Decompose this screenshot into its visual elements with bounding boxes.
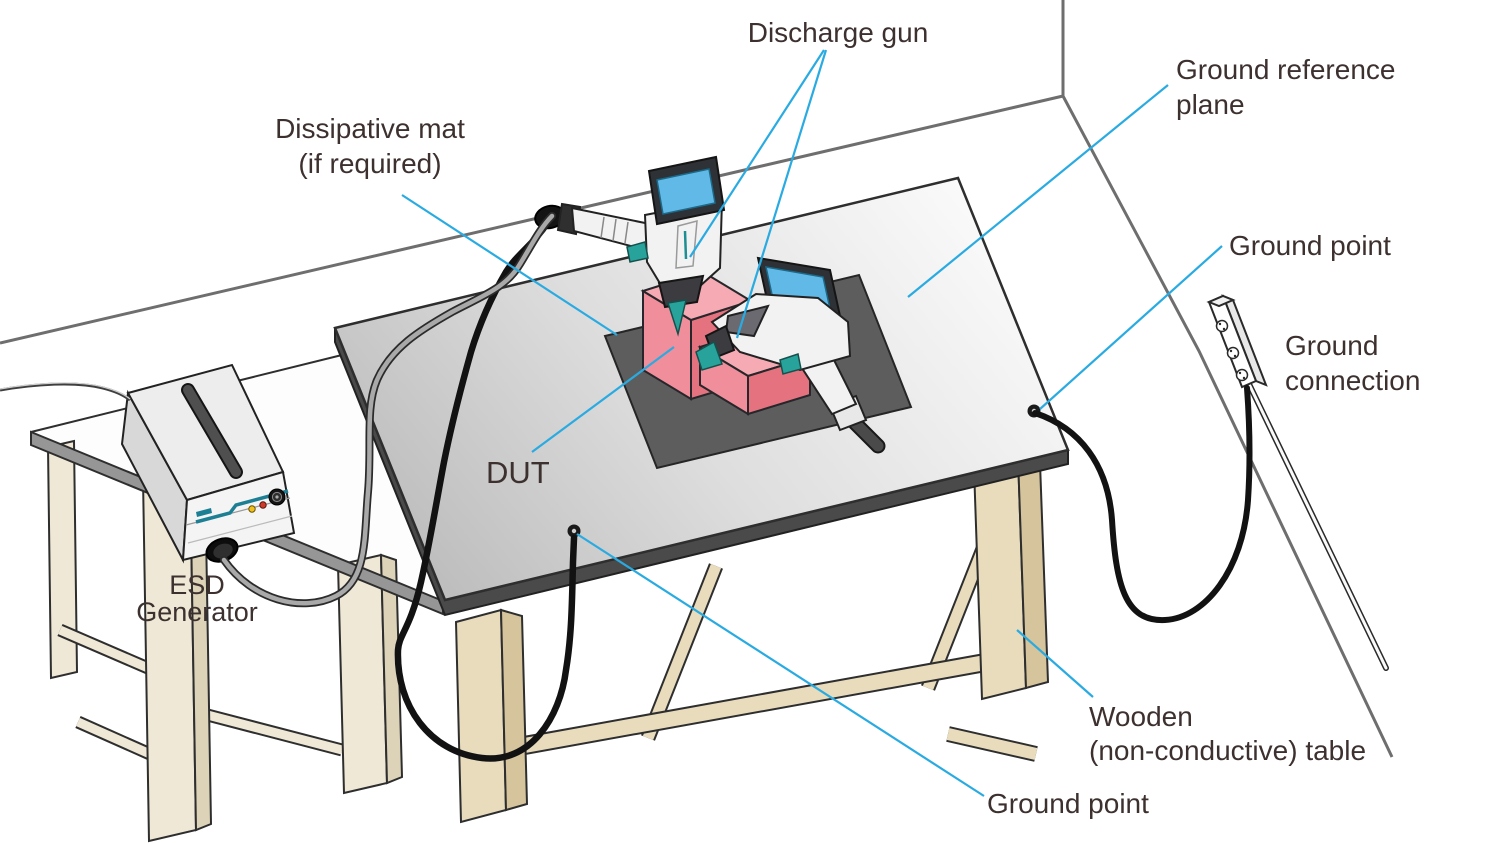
ground-rod-fill bbox=[1247, 382, 1388, 670]
wooden-table bbox=[454, 455, 1050, 824]
generator-logo bbox=[196, 508, 212, 517]
label-line: Dissipative mat bbox=[275, 113, 465, 144]
gun-ground-strap-cable bbox=[394, 218, 578, 762]
leader-wooden-table bbox=[1016, 629, 1094, 698]
table-long-rail bbox=[503, 654, 990, 757]
label-line: Wooden bbox=[1089, 701, 1193, 732]
generator-front-face bbox=[181, 470, 296, 562]
leader-dut bbox=[531, 346, 675, 453]
generator-gun-cable bbox=[220, 212, 556, 608]
label-ground-point-top: Ground point bbox=[1229, 230, 1391, 261]
label-line: Ground reference bbox=[1176, 54, 1396, 85]
label-line: plane bbox=[1176, 89, 1245, 120]
discharge-gun-1 bbox=[534, 155, 726, 337]
gun1-screen bbox=[656, 168, 716, 215]
wall-corner bbox=[0, 0, 1394, 758]
label-ground-reference-plane: Ground reference plane bbox=[1176, 52, 1395, 122]
label-ground-point-bottom: Ground point bbox=[987, 788, 1149, 819]
table-right-leg bbox=[972, 455, 1050, 701]
label-line: Ground bbox=[1285, 330, 1379, 361]
gun1-trigger bbox=[626, 241, 649, 263]
wall-right-baseline bbox=[1061, 95, 1394, 758]
table-front-left-leg bbox=[454, 608, 529, 824]
leader-lines bbox=[401, 49, 1223, 797]
gun1-discharge-tip bbox=[667, 299, 687, 337]
gun1-emblem bbox=[675, 220, 698, 269]
label-line: (if required) bbox=[298, 148, 442, 179]
generator-power-cord bbox=[0, 382, 131, 402]
gun2-trigger bbox=[779, 353, 802, 375]
ground-connection-strip bbox=[1206, 294, 1389, 671]
label-line: (non-conductive) table bbox=[1089, 735, 1367, 766]
generator-knob-dot bbox=[275, 495, 279, 499]
label-dissipative-mat: Dissipative mat (if required) bbox=[220, 111, 520, 181]
generator-led-yellow bbox=[248, 505, 256, 513]
generator-handle bbox=[183, 385, 241, 477]
label-discharge-gun: Discharge gun bbox=[747, 17, 929, 48]
label-line: ESD bbox=[169, 570, 225, 600]
label-dut: DUT bbox=[486, 455, 550, 490]
esd-generator bbox=[120, 363, 296, 564]
label-ground-connection: Ground connection bbox=[1285, 328, 1420, 398]
label-esd-generator: ESD Generator bbox=[97, 572, 297, 626]
generator-led-red bbox=[259, 501, 267, 509]
label-wooden-table: Wooden (non-conductive) table bbox=[1089, 700, 1366, 768]
generator-connector-inner bbox=[213, 543, 233, 559]
leader-ground-point-top bbox=[1039, 245, 1223, 410]
gun1-nozzle-collar bbox=[657, 274, 705, 309]
gun1-emblem-text bbox=[683, 230, 688, 260]
leader-ground-point-bottom bbox=[576, 533, 985, 797]
label-line: connection bbox=[1285, 365, 1421, 396]
leader-discharge-gun-2 bbox=[735, 49, 828, 339]
ground-cable-right bbox=[1032, 385, 1253, 624]
strip-top-cap bbox=[1206, 294, 1236, 308]
generator-teal-stripe bbox=[195, 489, 289, 524]
label-line: Generator bbox=[136, 597, 258, 627]
leader-dissipative-mat bbox=[401, 194, 618, 336]
leader-discharge-gun-1 bbox=[689, 49, 825, 258]
strip-outlets bbox=[1215, 319, 1249, 382]
gun2-discharge-tip bbox=[695, 340, 723, 371]
side-table-legs bbox=[46, 439, 404, 843]
generator-groove2 bbox=[187, 515, 293, 544]
discharge-gun-2 bbox=[695, 256, 886, 454]
leader-ground-reference-plane bbox=[907, 84, 1169, 298]
